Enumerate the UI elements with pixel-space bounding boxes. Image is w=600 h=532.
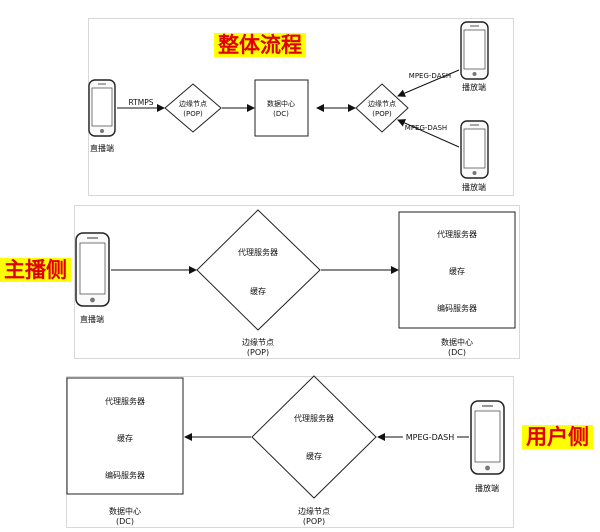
overview-player2-label: 播放端 (462, 182, 486, 192)
overview-player2-arrow (397, 119, 460, 148)
host-edge-proxy-label: 代理服务器 (238, 247, 278, 257)
host-dc-proxy-label: 代理服务器 (437, 229, 477, 239)
user-edge-diamond (251, 375, 377, 499)
user-side-title: 用户侧 (522, 425, 593, 450)
user-dc-cache-label: 缓存 (117, 433, 133, 443)
user-dc-proxy-label: 代理服务器 (105, 396, 145, 406)
overview-broadcaster-label: 直播端 (90, 143, 114, 153)
user-player-phone-icon (470, 400, 505, 475)
overview-dc-label-1: 数据中心 (267, 99, 295, 108)
host-edge-caption-1: 边缘节点 (242, 337, 274, 347)
overview-edge-diamond (164, 83, 222, 133)
host-broadcaster-phone-icon (75, 232, 110, 307)
host-dc-encoder-label: 编码服务器 (437, 303, 477, 313)
overview-title: 整体流程 (214, 33, 306, 58)
user-dc-caption-2: (DC) (116, 517, 134, 526)
overview-edge-label-1: 边缘节点 (179, 99, 207, 108)
user-proto-label-bg (403, 431, 457, 443)
host-broadcaster-label: 直播端 (80, 314, 104, 324)
overview-proto1-label: MPEG-DASH (409, 72, 451, 80)
host-side-title: 主播侧 (0, 258, 71, 283)
user-dc-box (66, 377, 184, 495)
overview-rtmps-label: RTMPS (128, 98, 153, 107)
user-edge-caption-2: (POP) (303, 517, 325, 526)
host-dc-box (398, 211, 516, 329)
overview-player2-phone-icon (460, 120, 489, 179)
overview-player1-label: 播放端 (462, 82, 486, 92)
user-edge-proxy-label: 代理服务器 (294, 413, 334, 423)
overview-edge2-label-1: 边缘节点 (368, 99, 396, 108)
overview-dc-label-2: (DC) (273, 110, 289, 118)
overview-edge2-label-2: (POP) (372, 110, 392, 118)
user-proto-label: MPEG-DASH (406, 433, 454, 442)
host-edge-caption-2: (POP) (247, 348, 269, 357)
overview-proto2-label: MPEG-DASH (405, 124, 447, 132)
overview-broadcaster-phone-icon (88, 79, 116, 137)
overview-edge2-diamond (355, 83, 409, 133)
overview-dc-box (254, 79, 309, 137)
overview-player1-phone-icon (460, 21, 489, 80)
user-dc-encoder-label: 编码服务器 (105, 470, 145, 480)
host-edge-cache-label: 缓存 (250, 286, 266, 296)
user-edge-cache-label: 缓存 (306, 451, 322, 461)
overview-edge-label-2: (POP) (183, 110, 203, 118)
user-dc-caption-1: 数据中心 (109, 506, 141, 516)
user-edge-caption-1: 边缘节点 (298, 506, 330, 516)
host-dc-caption-2: (DC) (448, 348, 466, 357)
host-edge-diamond (196, 209, 321, 331)
host-dc-caption-1: 数据中心 (441, 337, 473, 347)
host-dc-cache-label: 缓存 (449, 266, 465, 276)
user-player-label: 播放端 (475, 483, 499, 493)
overview-player1-arrow (397, 69, 460, 97)
